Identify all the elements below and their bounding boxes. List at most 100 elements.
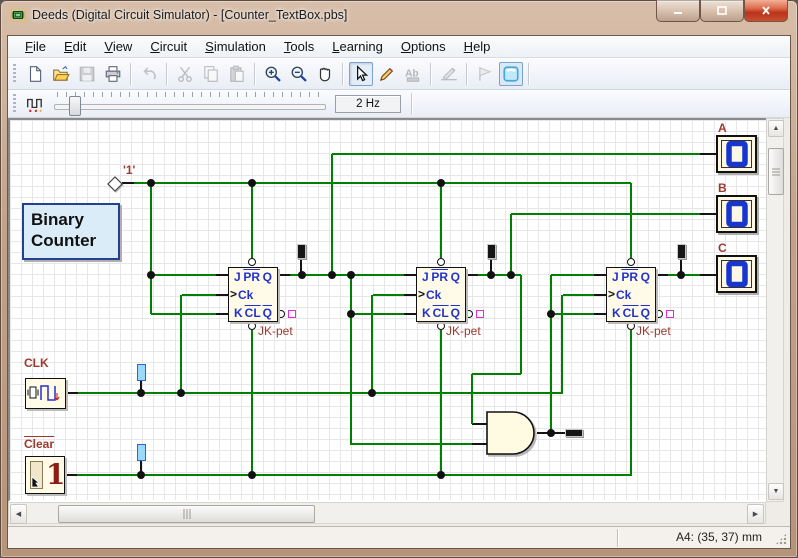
draw-pencil-icon[interactable] — [375, 62, 399, 86]
save-icon[interactable] — [75, 62, 99, 86]
state-probe[interactable] — [677, 244, 686, 259]
wire-segment — [251, 330, 253, 475]
seven-segment-display[interactable] — [716, 195, 757, 233]
status-bar: A4: (35, 37) mm — [8, 526, 790, 548]
print-icon[interactable] — [101, 62, 125, 86]
zoom-out-icon[interactable] — [287, 62, 311, 86]
pin-bubble — [248, 258, 256, 266]
constant-one-input[interactable] — [106, 175, 124, 193]
wire-junction-dot — [147, 271, 155, 279]
undo-icon[interactable] — [137, 62, 161, 86]
wire-segment — [78, 392, 563, 394]
seven-segment-display[interactable] — [716, 135, 757, 173]
wire-junction-dot — [298, 271, 306, 279]
seven-segment-display[interactable] — [716, 255, 757, 293]
horizontal-scrollbar[interactable]: ◀ ▶ — [8, 502, 766, 524]
new-file-icon[interactable] — [23, 62, 47, 86]
wire-segment — [332, 153, 700, 155]
wire-segment — [594, 294, 606, 296]
input-probe[interactable] — [137, 364, 146, 381]
pan-hand-icon[interactable] — [313, 62, 337, 86]
menu-item-file[interactable]: File — [25, 38, 46, 54]
wire-segment — [278, 274, 290, 276]
wire-junction-dot — [547, 310, 555, 318]
select-arrow-icon[interactable] — [349, 61, 373, 86]
cut-icon[interactable] — [173, 62, 197, 86]
wire-segment — [140, 461, 142, 475]
state-probe[interactable] — [487, 244, 496, 259]
run-flag-icon[interactable] — [473, 62, 497, 86]
menu-item-simulation[interactable]: Simulation — [205, 38, 266, 54]
hscroll-thumb[interactable] — [58, 505, 315, 523]
title-bar[interactable]: Deeds (Digital Circuit Simulator) - [Cou… — [0, 0, 798, 36]
frequency-display: 2 Hz — [335, 94, 401, 113]
unconnected-pin-marker — [476, 310, 484, 318]
toolbar-grip[interactable] — [13, 93, 16, 114]
wire-segment — [594, 313, 606, 315]
vertical-scrollbar[interactable]: ▲ ▼ — [766, 118, 784, 502]
menu-item-tools[interactable]: Tools — [283, 38, 315, 54]
minimize-button[interactable] — [656, 0, 700, 22]
scroll-right-button[interactable]: ▶ — [747, 504, 764, 524]
wire-segment — [700, 153, 716, 155]
wire-segment — [404, 274, 416, 276]
paste-icon[interactable] — [225, 62, 249, 86]
resize-grip[interactable] — [775, 533, 787, 545]
sim-mode-icon[interactable] — [499, 61, 523, 86]
toolbar-separator — [528, 62, 530, 85]
menu-item-view[interactable]: View — [104, 38, 133, 54]
wire-segment — [478, 274, 521, 276]
input-probe[interactable] — [137, 444, 146, 461]
wire-segment — [371, 295, 373, 393]
copy-icon[interactable] — [199, 62, 223, 86]
menu-item-options[interactable]: Options — [400, 38, 446, 54]
client-area: File Edit View Circuit Simulation Tools Learni… — [8, 36, 790, 548]
scroll-down-button[interactable]: ▼ — [768, 483, 784, 500]
toolbar-grip[interactable] — [13, 63, 16, 84]
wire-segment — [140, 381, 142, 393]
scroll-left-button[interactable]: ◀ — [10, 504, 27, 524]
slider-thumb[interactable] — [68, 95, 81, 116]
wire-junction-dot — [507, 271, 515, 279]
pin-bubble — [627, 258, 635, 266]
wire-junction-dot — [248, 471, 256, 479]
menu-item-learning[interactable]: Learning — [332, 38, 383, 54]
text-label-icon[interactable]: Ab — [401, 62, 425, 86]
state-probe[interactable] — [297, 244, 306, 259]
maximize-button[interactable] — [700, 0, 744, 22]
open-folder-icon[interactable] — [49, 62, 73, 86]
menu-item-help[interactable]: Help — [463, 38, 491, 54]
wire-segment — [65, 474, 77, 476]
clock-generator[interactable] — [25, 378, 66, 409]
scroll-up-button[interactable]: ▲ — [768, 120, 784, 137]
close-button[interactable] — [744, 0, 788, 22]
menu-item-edit[interactable]: Edit — [63, 38, 87, 54]
slider-ticks — [57, 91, 323, 97]
wire-edit-icon[interactable] — [437, 62, 461, 86]
slider-track[interactable] — [54, 103, 326, 110]
pin-bubble — [437, 258, 445, 266]
page-coordinates-status: A4: (35, 37) mm — [675, 530, 762, 544]
flipflop-type-label: JK-pet — [258, 324, 293, 338]
clock-frequency-icon[interactable] — [23, 92, 47, 116]
menu-item-circuit[interactable]: Circuit — [150, 38, 188, 54]
wire-junction-dot — [347, 271, 355, 279]
state-probe[interactable] — [565, 429, 583, 437]
wire-segment — [561, 295, 563, 393]
wire-junction-dot — [137, 471, 145, 479]
clock-speed-slider[interactable] — [54, 91, 329, 117]
wire-junction-dot — [347, 310, 355, 318]
timing-toolbar: 2 Hz — [8, 90, 790, 118]
zoom-in-icon[interactable] — [261, 62, 285, 86]
and-gate[interactable] — [485, 410, 539, 456]
wire-segment — [630, 183, 632, 258]
wire-segment — [472, 443, 487, 445]
vscroll-thumb[interactable] — [768, 148, 784, 195]
clear-switch[interactable]: 1 — [25, 456, 65, 494]
